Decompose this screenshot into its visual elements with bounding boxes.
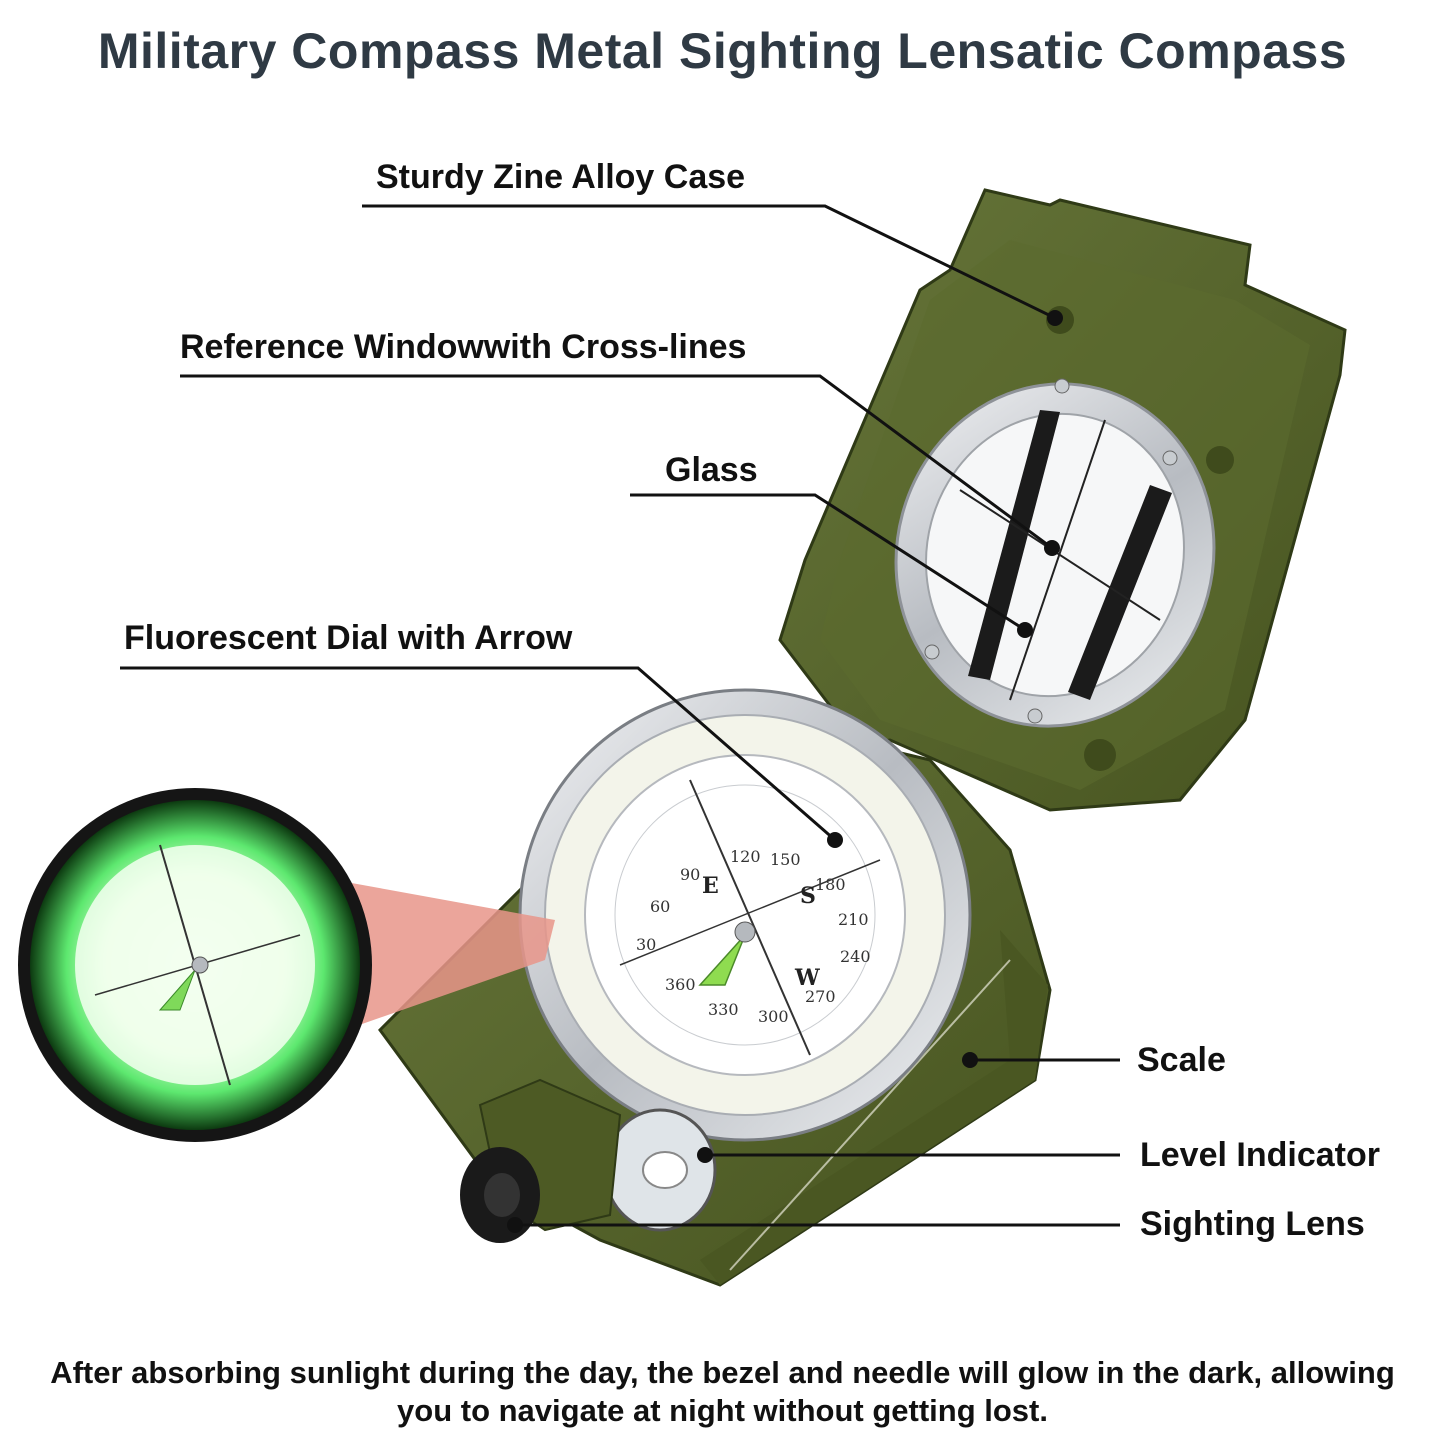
dial-label-270: 270 (805, 987, 836, 1006)
callout-sighting: Sighting Lens (1140, 1205, 1365, 1243)
dial-label-150: 150 (770, 850, 801, 869)
dial-label-120: 120 (730, 847, 761, 866)
main-dial: 120 150 180 210 240 270 300 330 360 30 6… (518, 688, 972, 1142)
callout-window: Reference Windowwith Cross-lines (180, 328, 747, 366)
callout-level: Level Indicator (1140, 1136, 1380, 1174)
leader-dial (120, 666, 836, 842)
sighting-lens (460, 1078, 622, 1243)
dial-label-60: 60 (650, 897, 670, 916)
dial-label-240: 240 (840, 947, 871, 966)
callout-dial: Fluorescent Dial with Arrow (124, 619, 573, 657)
glow-dial-inset (18, 788, 372, 1142)
leader-glass (630, 493, 1026, 632)
dial-label-30: 30 (636, 935, 656, 954)
callout-scale: Scale (1137, 1041, 1226, 1079)
caption: After absorbing sunlight during the day,… (50, 1355, 1395, 1428)
leader-window (180, 374, 1053, 550)
card-e: E (702, 873, 719, 899)
dial-label-360: 360 (665, 975, 696, 994)
card-s: S (800, 883, 816, 909)
glow-beam (335, 880, 555, 1030)
dial-label-210: 210 (838, 910, 869, 929)
page-title: Military Compass Metal Sighting Lensatic… (97, 23, 1348, 79)
dial-label-90: 90 (680, 865, 700, 884)
card-w: W (794, 965, 820, 991)
leader-case (362, 204, 1056, 320)
dial-label-300: 300 (758, 1007, 789, 1026)
callout-glass: Glass (665, 451, 758, 489)
dial-label-180: 180 (815, 875, 846, 894)
level-indicator (603, 1108, 717, 1232)
leader-lines (120, 204, 1120, 1233)
callout-case: Sturdy Zine Alloy Case (376, 158, 746, 196)
dial-label-330: 330 (708, 1000, 739, 1019)
